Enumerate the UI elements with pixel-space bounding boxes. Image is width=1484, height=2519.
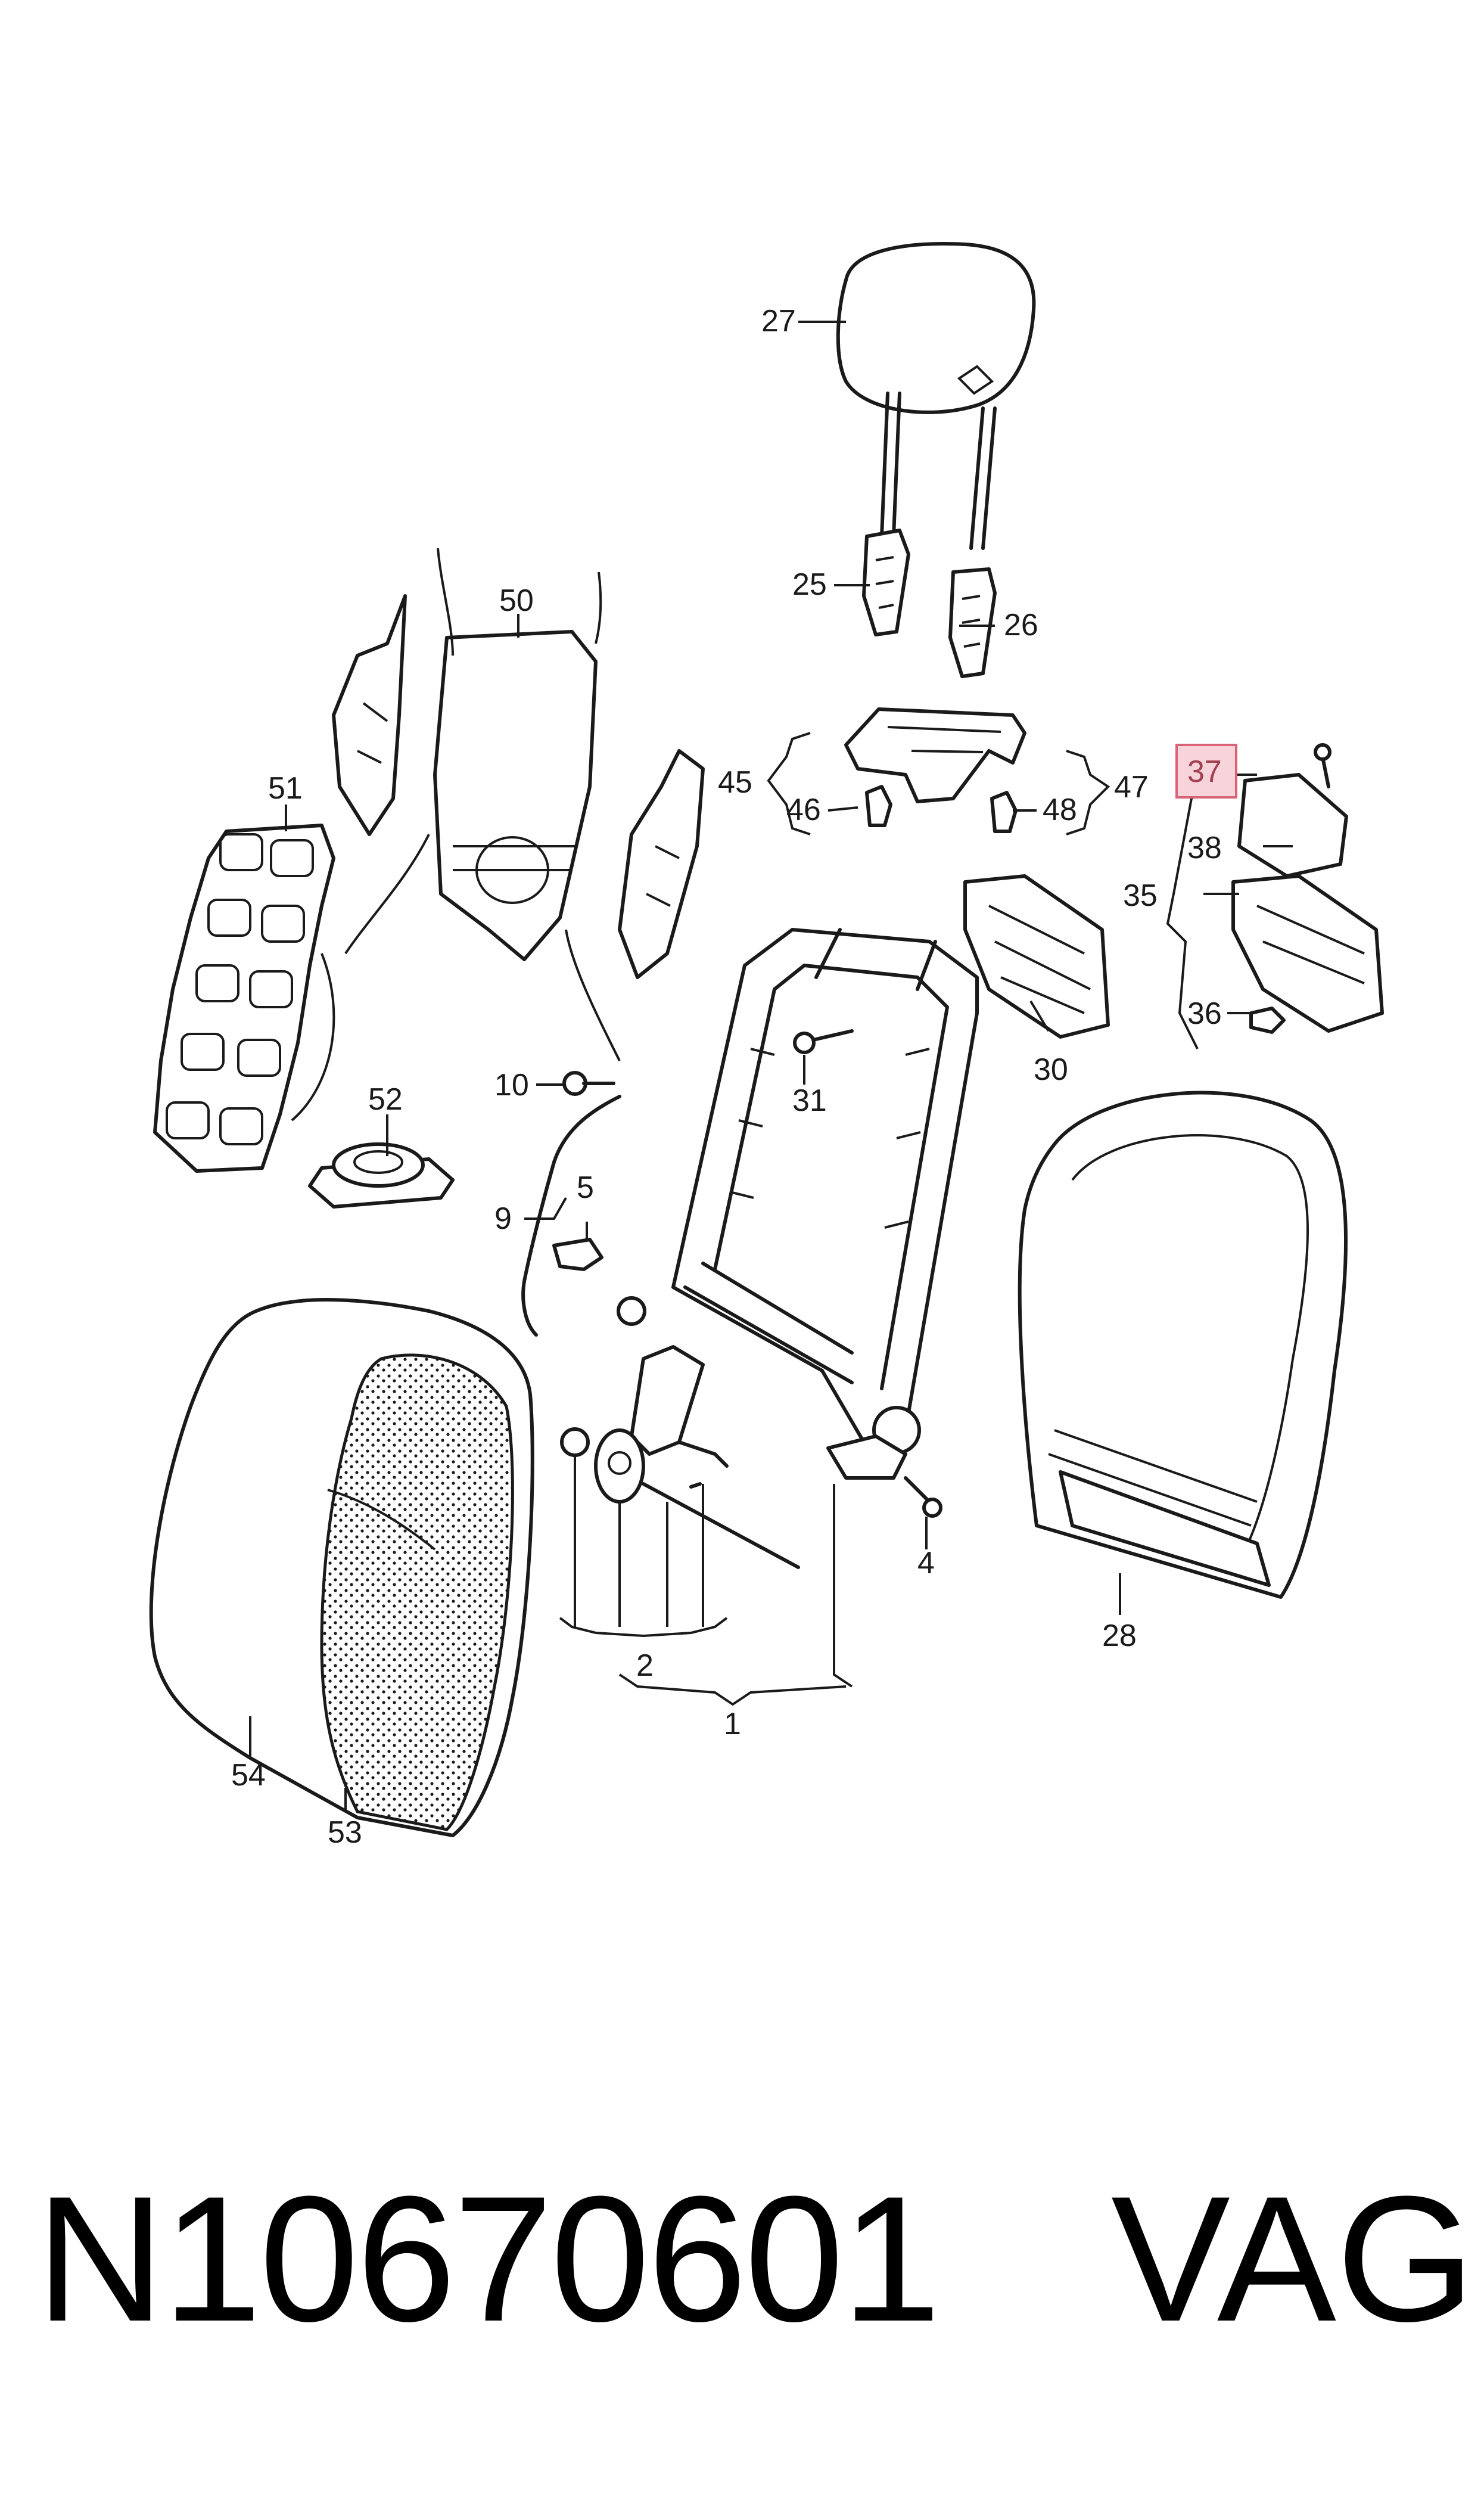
headrest-mount-bracket xyxy=(844,707,1026,833)
callout-35: 35 xyxy=(1123,878,1158,913)
backrest-cushion xyxy=(149,1298,534,1837)
callout-1: 1 xyxy=(724,1707,741,1741)
backrest-rear-cover xyxy=(1018,1091,1348,1599)
callout-46: 46 xyxy=(786,793,821,827)
backrest-frame xyxy=(617,928,979,1480)
callout-labels: 27 25 26 45 47 46 48 30 31 37 38 35 36 5… xyxy=(231,304,1222,1850)
callout-50: 50 xyxy=(499,583,534,618)
callout-51: 51 xyxy=(268,771,303,806)
callout-10: 10 xyxy=(494,1068,529,1102)
manufacturer-name: VAG xyxy=(1111,2158,1476,2359)
callout-25: 25 xyxy=(792,567,827,602)
leader-lines xyxy=(249,321,1293,1812)
backrest-rear-panel xyxy=(344,548,621,1061)
lumbar-support xyxy=(963,874,1110,1039)
side-panel-right xyxy=(618,749,705,979)
callout-36: 36 xyxy=(1187,996,1222,1031)
callout-53: 53 xyxy=(328,1815,362,1850)
side-panel-left xyxy=(332,594,407,836)
highlight-box xyxy=(1175,744,1237,799)
headrest-guide-left xyxy=(862,529,910,636)
side-trim-assembly xyxy=(1231,743,1384,1034)
callout-38: 38 xyxy=(1187,831,1222,865)
speaker xyxy=(308,1142,455,1209)
callout-5: 5 xyxy=(577,1170,594,1205)
part-number: N10670601 xyxy=(36,2158,941,2359)
callout-9: 9 xyxy=(494,1201,512,1236)
screw-4 xyxy=(904,1476,942,1518)
callout-28: 28 xyxy=(1102,1619,1137,1653)
callout-47: 47 xyxy=(1114,770,1149,805)
callout-30: 30 xyxy=(1034,1052,1068,1087)
massage-mat xyxy=(153,824,335,1173)
callout-27: 27 xyxy=(761,304,796,338)
callout-4: 4 xyxy=(917,1546,935,1580)
callout-52: 52 xyxy=(368,1082,403,1117)
callout-26: 26 xyxy=(1004,608,1038,642)
small-bracket xyxy=(552,1238,603,1271)
cable-harness xyxy=(521,1071,621,1337)
callout-45: 45 xyxy=(718,765,752,800)
headrest xyxy=(836,242,1036,550)
callout-2: 2 xyxy=(636,1648,654,1683)
screw-31 xyxy=(793,1029,854,1054)
recliner-motor xyxy=(560,1345,800,1569)
callout-54: 54 xyxy=(231,1758,266,1793)
headrest-guide-right xyxy=(948,567,997,678)
callout-37: 37 xyxy=(1187,754,1222,789)
callout-48: 48 xyxy=(1043,793,1077,827)
callout-31: 31 xyxy=(792,1083,827,1118)
